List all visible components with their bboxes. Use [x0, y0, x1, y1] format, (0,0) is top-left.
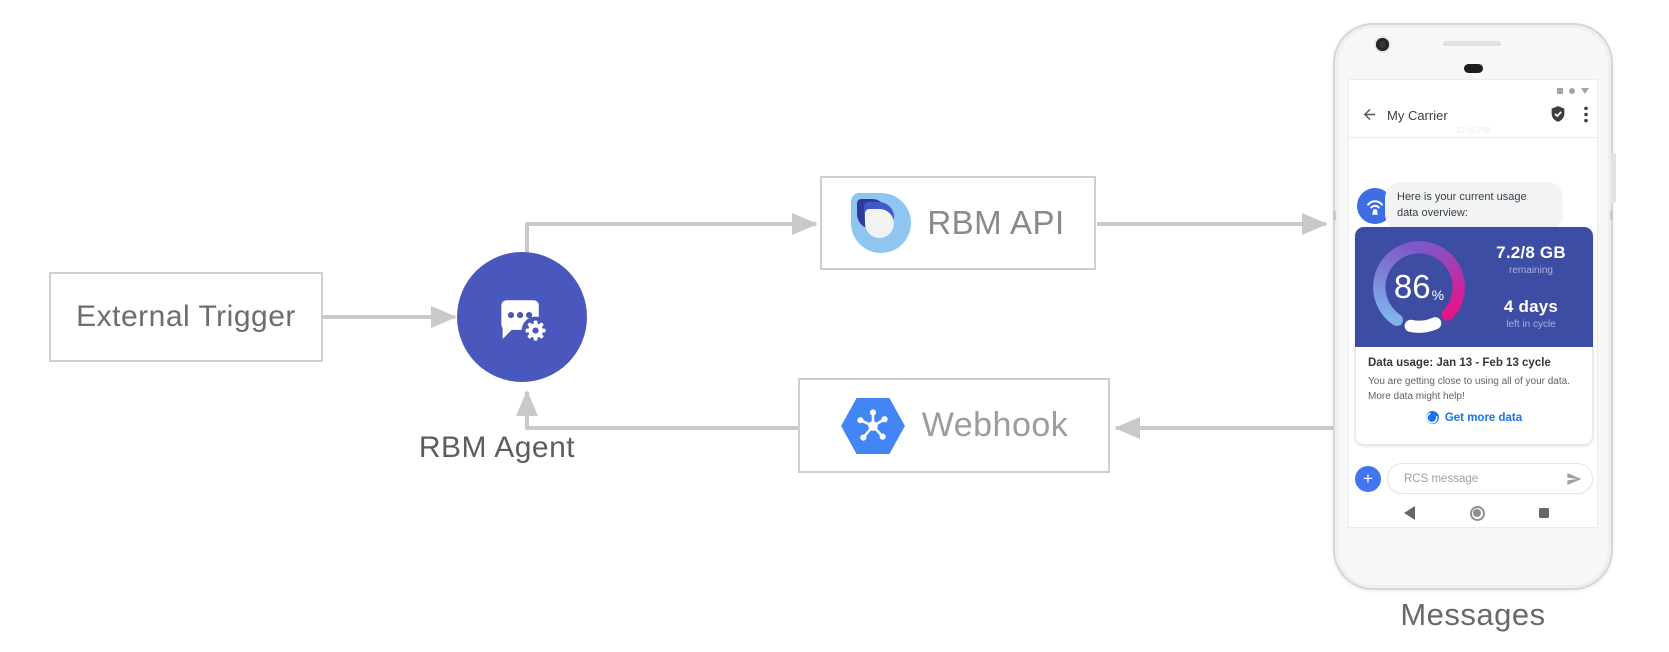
usage-card: 86% 7.2/8 GB remaining 4 days left in cy… — [1355, 227, 1593, 445]
phone-mockup: My Carrier 12:30 PM Here is your current… — [1333, 23, 1616, 590]
antenna-line-left — [1333, 211, 1336, 220]
rbm-api-label: RBM API — [927, 204, 1065, 241]
days-left-stat: 4 days left in cycle — [1503, 297, 1559, 330]
nav-overview-icon[interactable] — [1539, 508, 1549, 518]
external-trigger-label: External Trigger — [76, 300, 296, 333]
front-camera-icon — [1376, 38, 1389, 51]
usage-card-title: Data usage: Jan 13 - Feb 13 cycle — [1368, 357, 1551, 369]
webhook-node: Webhook — [798, 378, 1110, 473]
shield-verified-icon — [1551, 106, 1565, 122]
rbm-agent-node — [457, 252, 587, 382]
message-input-pill — [1387, 463, 1593, 494]
add-attachment-button[interactable]: + — [1355, 466, 1381, 492]
connector-webhook-to-agent — [516, 390, 798, 430]
globe-icon — [1425, 411, 1439, 424]
phone-caption: Messages — [1400, 597, 1546, 632]
chat-bubble-gear-icon — [501, 300, 550, 345]
rbm-api-logo-icon — [851, 193, 912, 253]
android-nav-bar — [1404, 505, 1549, 521]
agent-message-bubble: Here is your current usage data overview… — [1385, 182, 1563, 230]
data-remaining-stat: 7.2/8 GB remaining — [1496, 243, 1566, 276]
external-trigger-node: External Trigger — [49, 272, 323, 362]
usage-card-body: Data usage: Jan 13 - Feb 13 cycle You ar… — [1355, 347, 1593, 445]
broadcast-antenna-icon — [1367, 200, 1383, 215]
antenna-line-right — [1610, 211, 1613, 220]
connector-agent-to-api — [525, 213, 818, 252]
status-triangle-icon — [1581, 88, 1589, 94]
power-button — [1611, 153, 1616, 203]
status-bar — [1557, 88, 1589, 94]
status-dot-icon — [1569, 88, 1575, 94]
cloud-hexagon-hub-icon — [840, 397, 905, 454]
usage-card-description: You are getting close to using all of yo… — [1368, 376, 1570, 402]
nav-back-icon[interactable] — [1404, 506, 1415, 520]
rbm-agent-label: RBM Agent — [418, 431, 576, 464]
rbm-api-node: RBM API — [820, 176, 1096, 270]
speaker-grille — [1443, 41, 1501, 46]
usage-gauge — [1373, 241, 1465, 333]
usage-card-header: 86% 7.2/8 GB remaining 4 days left in cy… — [1355, 227, 1593, 347]
kebab-menu-icon[interactable] — [1584, 106, 1588, 123]
get-more-data-button[interactable]: Get more data — [1356, 411, 1592, 424]
earpiece — [1464, 64, 1483, 73]
back-arrow-icon[interactable] — [1361, 106, 1378, 123]
gauge-percent: 86% — [1393, 268, 1445, 305]
message-timestamp: 12:30 PM — [1455, 126, 1491, 135]
status-square-icon — [1557, 88, 1563, 94]
phone-screen: My Carrier 12:30 PM Here is your current… — [1349, 80, 1597, 527]
header-divider — [1349, 137, 1597, 138]
nav-home-icon[interactable] — [1469, 505, 1485, 521]
webhook-label: Webhook — [921, 406, 1069, 444]
rcs-message-input[interactable] — [1402, 471, 1566, 486]
send-icon[interactable] — [1566, 471, 1582, 487]
conversation-title: My Carrier — [1387, 108, 1448, 123]
